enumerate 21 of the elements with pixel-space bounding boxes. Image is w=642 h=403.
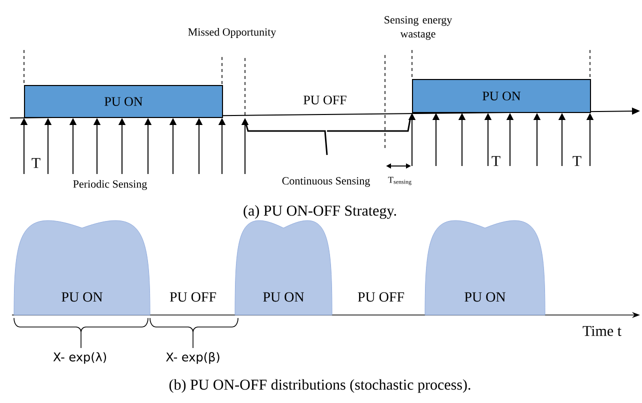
text-label: X- exp(λ): [53, 352, 106, 364]
text-label: Continuous Sensing: [282, 177, 370, 187]
pu-on-box: PU ON: [24, 85, 223, 118]
text-label: Missed Opportunity: [188, 28, 276, 38]
text-label: Time t: [582, 326, 622, 336]
text-label: T: [32, 158, 40, 168]
text-label: PU OFF: [304, 96, 346, 104]
text-label: X- exp(β): [166, 352, 220, 364]
pu-on-dome: PU ON: [14, 220, 150, 316]
text-label: T: [492, 156, 500, 166]
text-label: PU OFF: [170, 292, 216, 302]
pu-on-dome: PU ON: [424, 220, 546, 316]
text-label: PU OFF: [358, 292, 404, 302]
text-label: Periodic Sensing: [73, 180, 147, 190]
text-label: Sensing energy wastage: [384, 16, 452, 40]
text-label: (b) PU ON-OFF distributions (stochastic process).: [169, 379, 470, 393]
text-label: (a) PU ON-OFF Strategy.: [244, 205, 396, 219]
text-label: T$_{sensing}$: [388, 176, 412, 186]
pu-on-dome: PU ON: [234, 220, 332, 316]
text-label: T: [572, 156, 582, 166]
pu-on-box: PU ON: [412, 79, 591, 113]
